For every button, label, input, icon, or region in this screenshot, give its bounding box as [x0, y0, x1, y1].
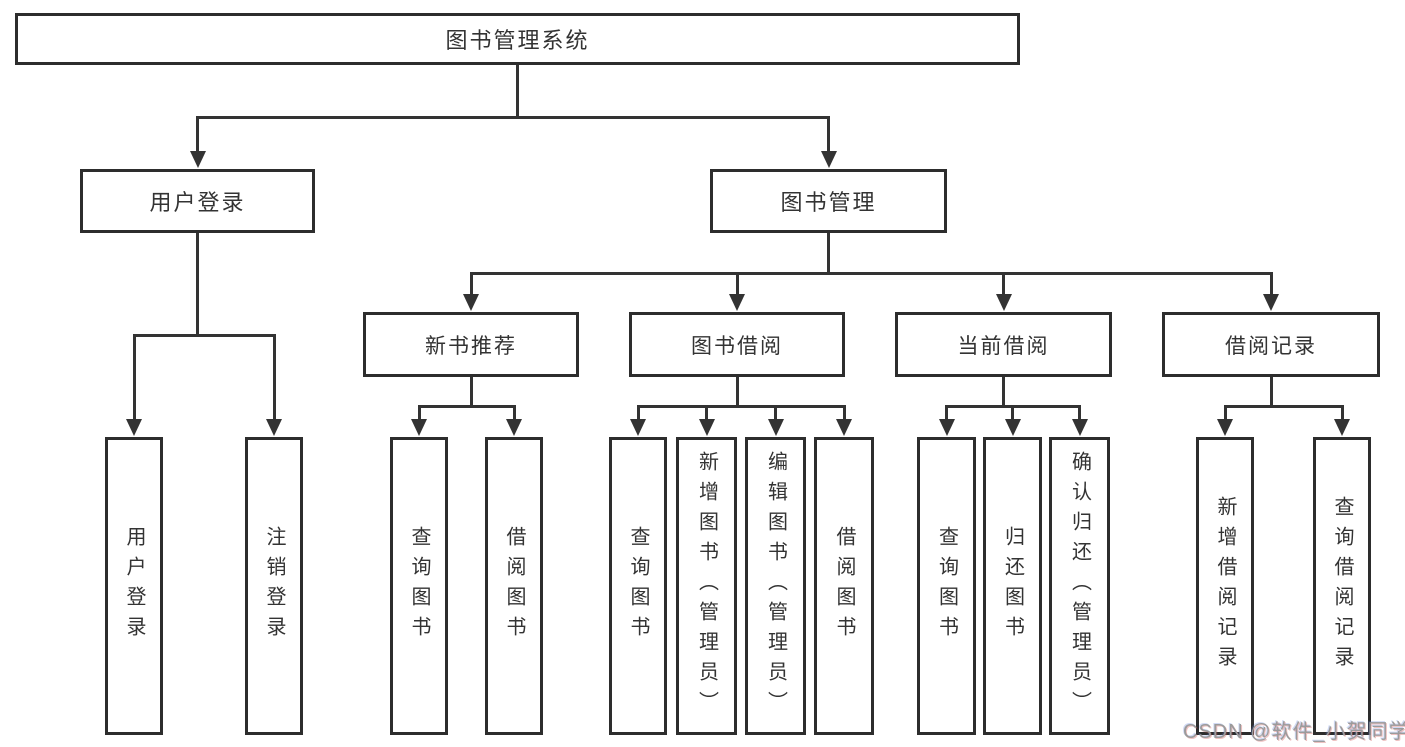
connector-line	[469, 273, 473, 296]
arrow-down-icon	[995, 294, 1012, 311]
connector-line	[735, 273, 739, 296]
connector-line	[272, 335, 276, 421]
connector-line	[735, 377, 739, 406]
arrow-down-icon	[1217, 419, 1233, 436]
node-label: 注销登录	[263, 526, 285, 646]
connector-bar	[469, 271, 1273, 275]
node-label: 图书管理系统	[445, 28, 590, 53]
node-label: 用户登录	[123, 526, 145, 646]
node-leaf-cur-query: 查询图书	[917, 437, 976, 735]
connector-line	[636, 406, 640, 421]
connector-line	[196, 233, 199, 335]
connector-line	[132, 335, 136, 421]
node-leaf-rec-add: 新增借阅记录	[1196, 437, 1254, 735]
connector-line	[705, 406, 708, 421]
connector-line	[774, 406, 777, 421]
connector-bar	[196, 115, 830, 119]
node-user-login: 用户登录	[80, 169, 315, 233]
arrow-down-icon	[1334, 419, 1350, 436]
node-leaf-user-login: 用户登录	[105, 437, 163, 735]
arrow-down-icon	[463, 294, 479, 311]
connector-line	[1002, 273, 1005, 296]
node-label: 借阅图书	[833, 526, 855, 646]
node-label: 查询图书	[627, 526, 649, 646]
node-leaf-cur-confirm: 确认归还（管理员）	[1049, 437, 1110, 735]
connector-line	[1269, 273, 1273, 296]
connector-line	[827, 233, 830, 273]
arrow-down-icon	[729, 294, 745, 311]
arrow-down-icon	[938, 419, 955, 436]
node-label: 借阅图书	[503, 526, 525, 646]
node-label: 新增图书（管理员）	[695, 451, 718, 721]
connector-line	[469, 377, 473, 406]
csdn-watermark: CSDN @软件_小贺同学	[1183, 721, 1405, 743]
node-label: 新书推荐	[425, 334, 517, 358]
connector-line	[1269, 377, 1273, 406]
node-leaf-rec-query: 查询借阅记录	[1313, 437, 1371, 735]
arrow-down-icon	[836, 419, 852, 436]
node-label: 查询借阅记录	[1331, 496, 1353, 676]
node-leaf-logout: 注销登录	[245, 437, 303, 735]
node-label: 归还图书	[1001, 526, 1024, 646]
node-label: 查询图书	[408, 526, 430, 646]
node-label: 查询图书	[935, 526, 958, 646]
arrow-down-icon	[266, 419, 282, 436]
connector-line	[196, 117, 199, 153]
node-book-mgmt: 图书管理	[710, 169, 947, 233]
connector-line	[417, 406, 421, 421]
node-current-borrow: 当前借阅	[895, 312, 1112, 377]
node-leaf-bw-edit: 编辑图书（管理员）	[745, 437, 806, 735]
connector-line	[827, 117, 830, 153]
connector-line	[1340, 406, 1344, 421]
node-leaf-cur-return: 归还图书	[983, 437, 1042, 735]
arrow-down-icon	[126, 419, 142, 436]
connector-line	[1002, 377, 1005, 406]
arrow-down-icon	[1004, 419, 1021, 436]
arrow-down-icon	[767, 419, 784, 436]
arrow-down-icon	[1263, 294, 1279, 311]
node-label: 编辑图书（管理员）	[764, 451, 787, 721]
arrow-down-icon	[630, 419, 646, 436]
connector-line	[1078, 406, 1081, 421]
node-leaf-bw-borrow: 借阅图书	[814, 437, 874, 735]
node-label: 当前借阅	[957, 334, 1050, 358]
node-new-book: 新书推荐	[363, 312, 579, 377]
connector-bar	[1223, 404, 1344, 408]
node-label: 确认归还（管理员）	[1068, 451, 1091, 721]
connector-line	[516, 65, 519, 117]
node-label: 新增借阅记录	[1214, 496, 1236, 676]
node-label: 图书借阅	[691, 334, 783, 358]
node-leaf-nb-query: 查询图书	[390, 437, 448, 735]
node-root: 图书管理系统	[15, 13, 1020, 65]
connector-bar	[417, 404, 516, 408]
node-label: 用户登录	[149, 190, 246, 215]
connector-line	[512, 406, 516, 421]
connector-line	[842, 406, 846, 421]
node-leaf-bw-query: 查询图书	[609, 437, 667, 735]
node-leaf-bw-add: 新增图书（管理员）	[676, 437, 737, 735]
arrow-down-icon	[506, 419, 522, 436]
connector-line	[1011, 406, 1014, 421]
connector-bar	[132, 333, 276, 337]
arrow-down-icon	[189, 151, 206, 168]
connector-line	[1223, 406, 1227, 421]
node-book-borrow: 图书借阅	[629, 312, 845, 377]
connector-bar	[636, 404, 846, 408]
node-leaf-nb-borrow: 借阅图书	[485, 437, 543, 735]
node-borrow-records: 借阅记录	[1162, 312, 1380, 377]
connector-line	[945, 406, 948, 421]
arrow-down-icon	[1071, 419, 1088, 436]
arrow-down-icon	[820, 151, 837, 168]
node-label: 借阅记录	[1225, 334, 1317, 358]
node-label: 图书管理	[780, 190, 877, 215]
arrow-down-icon	[698, 419, 715, 436]
arrow-down-icon	[411, 419, 427, 436]
